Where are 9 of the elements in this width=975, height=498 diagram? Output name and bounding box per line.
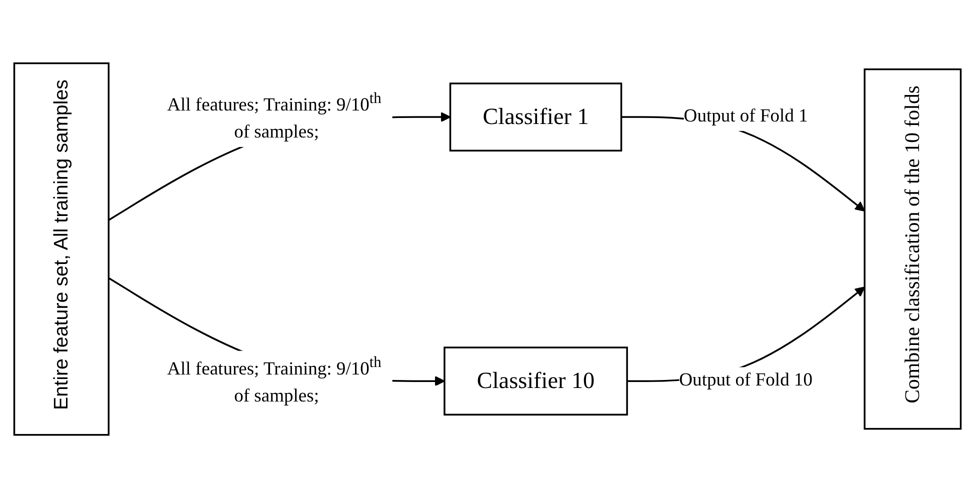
- edge-label: All features; Training: 9/10$^{th}$ of samples;: [167, 88, 382, 143]
- node-box: [449, 82, 622, 152]
- flowchart: All features; Training: 9/10$^{th}$ of samples; All features; Training: 9/10$^{th}$ of samples; Output of Fold 1 Output of Fold 10 Entire feature set, All training samples Classifier 1 Classifier 10 Combine classification of the 10 folds: [5, 54, 970, 444]
- edge-label: Output of Fold 10: [679, 370, 812, 390]
- edge-label: All features; Training: 9/10$^{th}$ of samples;: [167, 353, 382, 407]
- node-box: [13, 62, 110, 436]
- node-box: [864, 68, 962, 430]
- node-box: [444, 346, 628, 416]
- edge-label: Output of Fold 1: [684, 106, 808, 126]
